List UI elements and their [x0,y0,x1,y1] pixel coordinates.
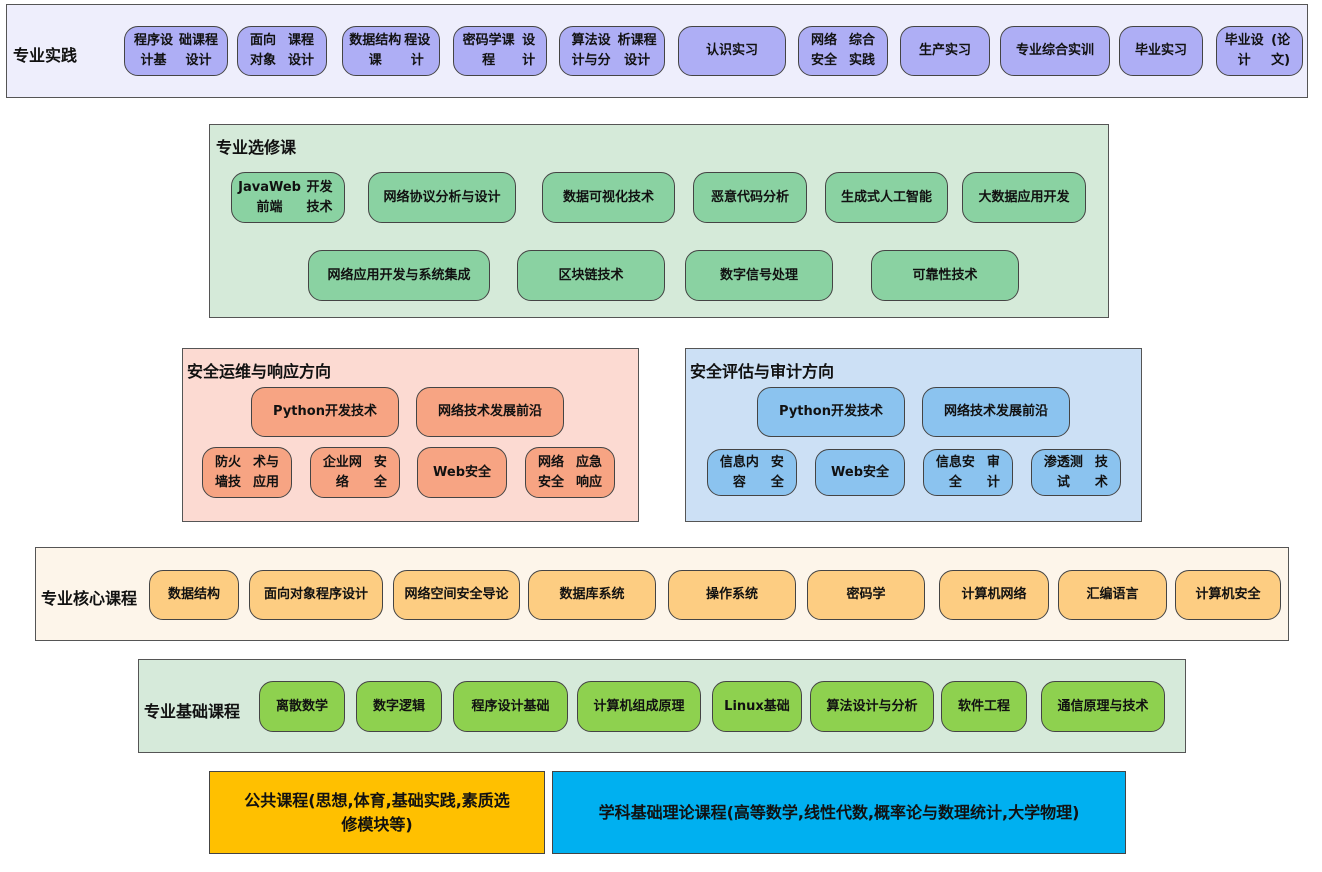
electives-title: 专业选修课 [216,138,297,157]
audit-title: 安全评估与审计方向 [690,362,835,381]
practice-item: 专业综合实训 [1000,26,1110,76]
ops-item: 企业网络安全 [310,447,400,498]
elective-item: 网络协议分析与设计 [368,172,516,223]
core-item: 数据库系统 [528,570,656,620]
elective-item: 数据可视化技术 [542,172,675,223]
ops-item: Python开发技术 [251,387,399,437]
practice-title: 专业实践 [13,46,78,65]
audit-item: 信息内容安全 [707,449,797,496]
basic-item: Linux基础 [712,681,802,732]
basic-item: 离散数学 [259,681,345,732]
audit-panel: 安全评估与审计方向 Python开发技术 网络技术发展前沿 信息内容安全 Web… [685,348,1142,522]
basic-item: 算法设计与分析 [810,681,934,732]
elective-item: 数字信号处理 [685,250,833,301]
practice-item: 认识实习 [678,26,786,76]
practice-item: 毕业实习 [1119,26,1203,76]
basic-item: 计算机组成原理 [577,681,701,732]
practice-item: 程序设计基础课程设计 [124,26,228,76]
practice-item: 毕业设计(论文) [1216,26,1303,76]
core-item: 密码学 [807,570,925,620]
ops-item: 网络安全应急响应 [525,447,615,498]
practice-item: 生产实习 [900,26,990,76]
elective-item: 可靠性技术 [871,250,1019,301]
elective-item: 大数据应用开发 [962,172,1086,223]
core-item: 网络空间安全导论 [393,570,520,620]
practice-item: 算法设计与分析课程设计 [559,26,665,76]
ops-title: 安全运维与响应方向 [187,362,332,381]
audit-item: 信息安全审计 [923,449,1013,496]
basic-item: 数字逻辑 [356,681,442,732]
audit-item: 渗透测试技术 [1031,449,1121,496]
ops-panel: 安全运维与响应方向 Python开发技术 网络技术发展前沿 防火墙技术与应用 企… [182,348,639,522]
ops-item: Web安全 [417,447,507,498]
practice-item: 密码学课程设计 [453,26,547,76]
core-item: 数据结构 [149,570,239,620]
core-item: 计算机安全 [1175,570,1281,620]
theory-courses-box: 学科基础理论课程(高等数学,线性代数,概率论与数理统计,大学物理) [552,771,1126,854]
elective-item: 区块链技术 [517,250,665,301]
audit-item: 网络技术发展前沿 [922,387,1070,437]
audit-item: Python开发技术 [757,387,905,437]
ops-item: 防火墙技术与应用 [202,447,292,498]
elective-item: 恶意代码分析 [693,172,807,223]
practice-item: 面向对象课程设计 [237,26,327,76]
core-item: 汇编语言 [1058,570,1167,620]
practice-item: 数据结构课程设计 [342,26,440,76]
basic-item: 软件工程 [941,681,1027,732]
basic-panel: 专业基础课程 离散数学 数字逻辑 程序设计基础 计算机组成原理 Linux基础 … [138,659,1186,753]
practice-item: 网络安全综合实践 [798,26,888,76]
elective-item: 网络应用开发与系统集成 [308,250,490,301]
practice-panel: 专业实践 程序设计基础课程设计 面向对象课程设计 数据结构课程设计 密码学课程设… [6,4,1308,98]
core-item: 计算机网络 [939,570,1049,620]
ops-item: 网络技术发展前沿 [416,387,564,437]
basic-title: 专业基础课程 [144,702,241,721]
core-item: 面向对象程序设计 [249,570,383,620]
electives-panel: 专业选修课 JavaWeb前端开发技术 网络协议分析与设计 数据可视化技术 恶意… [209,124,1109,318]
elective-item: 生成式人工智能 [825,172,948,223]
core-panel: 专业核心课程 数据结构 面向对象程序设计 网络空间安全导论 数据库系统 操作系统… [35,547,1289,641]
audit-item: Web安全 [815,449,905,496]
basic-item: 程序设计基础 [453,681,568,732]
core-title: 专业核心课程 [41,589,138,608]
public-courses-box: 公共课程(思想,体育,基础实践,素质选修模块等) [209,771,545,854]
basic-item: 通信原理与技术 [1041,681,1165,732]
elective-item: JavaWeb前端开发技术 [231,172,345,223]
core-item: 操作系统 [668,570,796,620]
